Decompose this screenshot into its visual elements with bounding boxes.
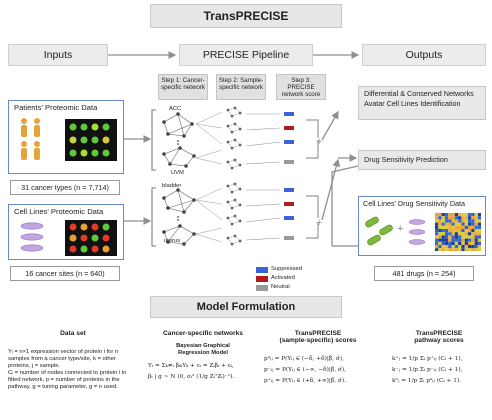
cell-lines-caption: 16 cancer sites (n = 640): [10, 266, 120, 281]
activated-swatch: [256, 275, 268, 282]
dataset-line: proteins, j = sample.: [8, 363, 61, 369]
dataset-line: pathway, g = tuning parameter, g = n use…: [8, 384, 118, 390]
bgr-model-line2: Regression Model: [178, 350, 228, 356]
network-label-bladder: bladder: [162, 183, 182, 189]
avatar-cell-lines-label: Avatar Cell Lines Identification: [364, 99, 461, 108]
dataset-column: Data set Yᵢ = n×1 expression vector of p…: [8, 330, 138, 391]
dataset-lines: Yᵢ = n×1 expression vector of protein i …: [8, 349, 138, 391]
bgr-model-line1: Bayesian Graphical: [176, 343, 230, 349]
legend-item-activated: Activated: [256, 275, 326, 282]
drug-heatmap-icon: [435, 213, 481, 251]
pathway-score-eq: k⁰ⱼ = 1/p Σᵢ p⁰ᵢⱼ (Cᵢ + 1).: [392, 378, 461, 384]
sample-scores-header-line2: (sample-specific) scores: [279, 337, 357, 344]
sample-scores-column: TransPRECISE (sample-specific) scores p³…: [264, 330, 372, 385]
differential-networks-label: Differential & Conserved Networks: [364, 89, 474, 98]
sample-score-eq: p⁺ᵢⱼ = P(Yᵢⱼ ∈ (+δ, +∞)|β̂, σ̂).: [264, 378, 346, 384]
model-formulation-header: Model Formulation: [150, 296, 342, 318]
sample-score-eq: p⁻ᵢⱼ = P(Yᵢⱼ ∈ (−∞, −δ)|β̂, σ̂),: [264, 367, 346, 373]
pathway-scores-header-line1: TransPRECISE: [415, 330, 463, 337]
sample-scores-header-line1: TransPRECISE: [294, 330, 342, 337]
inputs-header: Inputs: [8, 44, 108, 66]
title-banner: TransPRECISE: [150, 4, 342, 28]
bgr-equation-1: Yᵢ = Σₖ≠ᵢ βᵢₖYₖ + εᵢ = Zᵢβᵢ + εᵢ,: [148, 363, 234, 369]
cell-lines-panel-title: Cell Lines' Proteomic Data: [14, 207, 104, 216]
pathway-scores-header-line2: pathway scores: [414, 337, 464, 344]
cancer-networks-column: Cancer-specific networks Bayesian Graphi…: [148, 330, 258, 381]
outputs-header: Outputs: [362, 44, 486, 66]
patients-panel-title: Patients' Proteomic Data: [14, 103, 98, 112]
dataset-line: Cᵢ = number of nodes connected to protei…: [8, 370, 127, 376]
cell-culture-small-icon: [408, 219, 426, 245]
pathway-score-eq: k⁻ⱼ = 1/p Σᵢ p⁻ᵢⱼ (Cᵢ + 1),: [392, 367, 463, 373]
svg-text:+: +: [316, 136, 322, 148]
legend-item-neutral: Neutral: [256, 284, 326, 291]
sample-score-eq: p³ᵢⱼ = P(Yᵢⱼ ∈ (−δ, +δ)|β̂, σ̂),: [264, 356, 344, 362]
patients-panel: Patients' Proteomic Data: [8, 100, 124, 174]
legend-label-activated: Activated: [271, 275, 295, 281]
plus-sign: +: [397, 223, 404, 235]
drug-data-title: Cell Lines' Drug Sensitivity Data: [363, 199, 466, 208]
bgr-equation-2: βᵢ | g ~ N (0, σᵢ² (1/g ZᵢᵀZᵢ)⁻¹).: [148, 374, 235, 380]
networks-output-box: Differential & Conserved Networks Avatar…: [358, 86, 486, 120]
legend-item-suppressed: Suppressed: [256, 266, 326, 273]
network-label-uvm: UVM: [171, 170, 184, 176]
cell-culture-icon: [20, 222, 44, 252]
legend-label-suppressed: Suppressed: [271, 266, 302, 272]
pills-icon: [365, 216, 393, 246]
legend: Suppressed Activated Neutral: [256, 266, 326, 291]
legend-label-neutral: Neutral: [271, 284, 290, 290]
pipeline-header: PRECISE Pipeline: [179, 44, 313, 66]
drug-prediction-box: Drug Sensitivity Prediction: [358, 150, 486, 170]
dataset-header: Data set: [60, 330, 86, 337]
drug-data-panel: Cell Lines' Drug Sensitivity Data +: [358, 196, 486, 256]
network-label-acc: ACC: [169, 106, 182, 112]
cell-lines-protein-array-icon: [65, 220, 117, 256]
cell-lines-panel: Cell Lines' Proteomic Data: [8, 204, 124, 260]
dataset-line: samples from a cancer type/site, k = oth…: [8, 356, 116, 362]
patients-protein-array-icon: [65, 119, 117, 161]
cancer-networks-header: Cancer-specific networks: [163, 330, 243, 337]
drug-caption: 481 drugs (n = 254): [374, 266, 474, 281]
suppressed-swatch: [256, 266, 268, 273]
svg-text:+: +: [316, 217, 322, 229]
step1-box: Step 1: Cancer-specific network: [158, 74, 208, 100]
pathway-score-eq: k⁺ⱼ = 1/p Σᵢ p⁺ᵢⱼ (Cᵢ + 1),: [392, 356, 463, 362]
network-label-uterus: uterus: [164, 238, 181, 244]
patients-people-icon: [21, 118, 40, 160]
dataset-line: Yᵢ = n×1 expression vector of protein i …: [8, 349, 119, 355]
pathway-scores-column: TransPRECISE pathway scores k⁺ⱼ = 1/p Σᵢ…: [392, 330, 486, 385]
patients-caption: 31 cancer types (n = 7,714): [10, 180, 120, 195]
step2-box: Step 2: Sample-specific network: [216, 74, 266, 100]
neutral-swatch: [256, 284, 268, 291]
dataset-line: fitted network, p = number of proteins i…: [8, 377, 120, 383]
step3-box: Step 3: PRECISE network score: [276, 74, 326, 100]
cancer-networks-graphic: [162, 106, 294, 246]
